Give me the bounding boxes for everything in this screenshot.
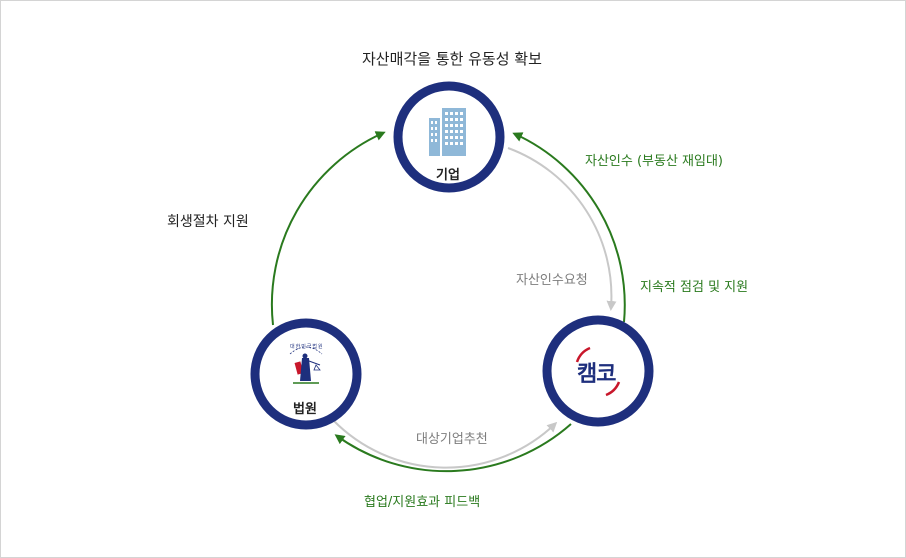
kamco-label: 캠코 [577, 362, 616, 387]
kamco-logo-icon [575, 346, 621, 397]
edge-label-target-recommend: 대상기업추천 [416, 432, 488, 447]
arrow-rehab-support [270, 131, 386, 326]
court-emblem-text: 대한민국법원 [290, 344, 324, 350]
arrow-asset-acquisition [512, 132, 626, 323]
arrow-cooperation-feedback [334, 423, 572, 473]
court-emblem-icon [289, 346, 323, 384]
edge-label-cooperation-feedback: 협업/지원효과 피드백 [364, 495, 481, 510]
arrow-acquisition-request [507, 147, 617, 311]
node-company [393, 81, 505, 193]
diagram-title: 자산매각을 통한 유동성 확보 [362, 50, 542, 68]
edge-label-ongoing-support: 지속적 점검 및 지원 [640, 280, 749, 295]
court-label: 법원 [293, 402, 317, 417]
edge-label-acquisition-request: 자산인수요청 [516, 273, 588, 288]
node-court [250, 318, 362, 430]
edge-label-asset-acquisition: 자산인수 (부동산 재임대) [585, 154, 724, 169]
company-label: 기업 [436, 168, 460, 183]
edge-label-rehab-support: 회생절차 지원 [167, 214, 249, 230]
building-icon [429, 108, 466, 156]
node-kamco [542, 315, 654, 427]
arrow-target-recommend [332, 419, 558, 469]
